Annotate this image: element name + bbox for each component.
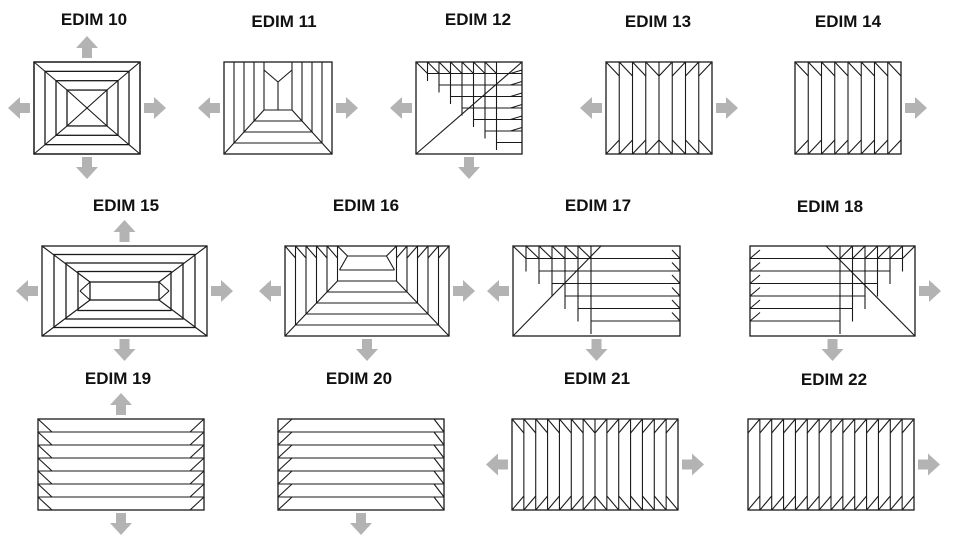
edim14-arrow-right-icon (905, 97, 927, 119)
edim10-arrow-down-icon (76, 157, 98, 179)
edim10-label: EDIM 10 (60, 10, 128, 29)
edim13-pattern (605, 61, 713, 155)
edim17-pattern (512, 245, 681, 337)
edim17-arrow-left-icon (487, 280, 509, 302)
edim20-label: EDIM 20 (325, 369, 393, 388)
edim10-pattern (33, 61, 141, 155)
edim20-pattern (277, 418, 445, 511)
edim13-label: EDIM 13 (624, 12, 692, 31)
edim11-pattern (223, 61, 333, 155)
edim16-label: EDIM 16 (332, 196, 400, 215)
edim12-pattern (415, 61, 523, 155)
edim19-arrow-down-icon (110, 513, 132, 535)
edim17-arrow-down-icon (585, 339, 608, 361)
edim20-arrow-down-icon (350, 513, 372, 535)
edim13-arrow-right-icon (716, 97, 738, 119)
edim10-arrow-left-icon (8, 97, 30, 119)
edim11-arrow-right-icon (336, 97, 358, 119)
edim15-arrow-down-icon (113, 339, 136, 361)
edim22-arrow-right-icon (918, 453, 940, 476)
edim16-pattern (284, 245, 450, 337)
edim17-label: EDIM 17 (564, 196, 632, 215)
edim19-arrow-up-icon (110, 393, 132, 415)
edim19-pattern (37, 418, 205, 511)
edim16-arrow-right-icon (453, 280, 475, 302)
edim15-arrow-right-icon (211, 280, 233, 302)
edim22-label: EDIM 22 (800, 370, 868, 389)
edim19-label: EDIM 19 (84, 369, 152, 388)
edim22-pattern (747, 418, 915, 511)
edim10-arrow-right-icon (144, 97, 166, 119)
edim11-arrow-left-icon (198, 97, 220, 119)
edim21-arrow-left-icon (486, 453, 508, 476)
edim21-arrow-right-icon (682, 453, 704, 476)
edim15-label: EDIM 15 (92, 196, 160, 215)
edim18-arrow-down-icon (821, 339, 844, 361)
edim13-arrow-left-icon (580, 97, 602, 119)
edim21-pattern (511, 418, 679, 511)
edim15-arrow-up-icon (113, 220, 136, 242)
edim18-pattern (749, 245, 916, 337)
edim10-arrow-up-icon (76, 36, 98, 58)
edim16-arrow-down-icon (356, 339, 378, 361)
edim21-label: EDIM 21 (563, 369, 631, 388)
edim14-label: EDIM 14 (814, 12, 882, 31)
edim14-pattern (794, 61, 902, 155)
edim11-label: EDIM 11 (251, 12, 317, 31)
edim12-arrow-left-icon (390, 97, 412, 119)
edim15-pattern (41, 245, 208, 337)
edim15-arrow-left-icon (16, 280, 38, 302)
edim12-label: EDIM 12 (444, 10, 512, 29)
edim16-arrow-left-icon (259, 280, 281, 302)
edim12-arrow-down-icon (458, 157, 480, 179)
edim18-arrow-right-icon (919, 280, 941, 302)
edim18-label: EDIM 18 (796, 197, 864, 216)
